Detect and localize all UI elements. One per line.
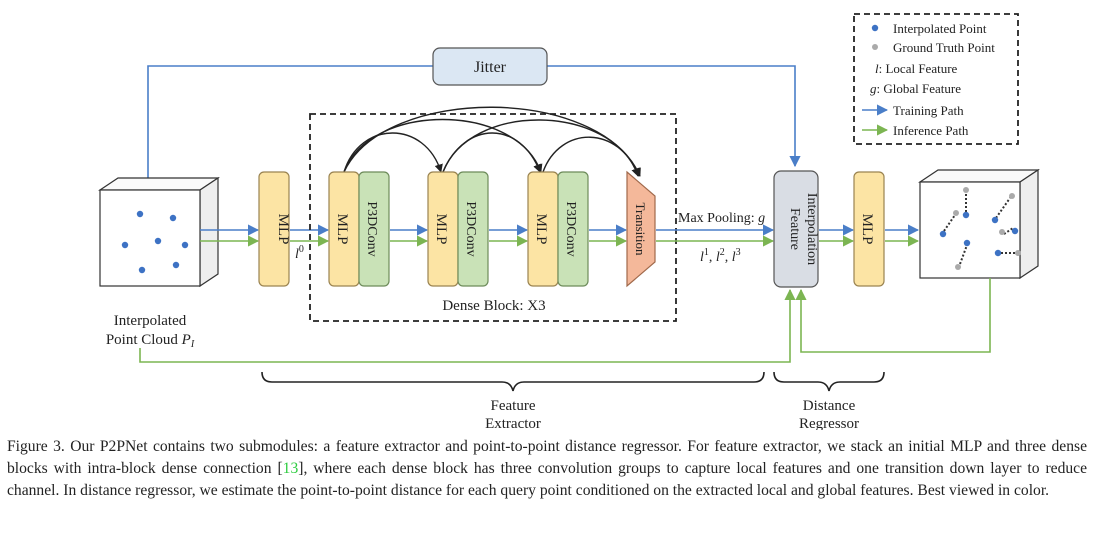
input-caption-line1: Interpolated bbox=[114, 313, 187, 329]
dense-mlp-label-1: MLP bbox=[334, 214, 350, 245]
initial-mlp-block bbox=[258, 171, 290, 287]
figure-caption: Figure 3. Our P2PNet contains two submod… bbox=[7, 436, 1087, 502]
legend-item-global-feature: g: Global Feature bbox=[870, 81, 961, 96]
legend-interpolated-point-icon bbox=[871, 24, 879, 32]
jitter-input-path bbox=[147, 65, 433, 188]
feature-extractor-label-line1: Feature bbox=[491, 398, 536, 414]
input-point-cloud bbox=[98, 176, 220, 288]
citation-link[interactable]: 13 bbox=[282, 460, 299, 477]
legend: Interpolated Point Ground Truth Point l:… bbox=[853, 13, 1019, 145]
distance-regressor-label-line2: Regressor bbox=[799, 416, 859, 430]
feature-interp-label-line2: Interpolation bbox=[804, 193, 819, 265]
distance-regressor-brace bbox=[773, 371, 885, 392]
architecture-diagram: Jitter Interpolated Point Cloud PI MLP l… bbox=[98, 13, 1040, 432]
caption-text-part2: ], where each dense block has three conv… bbox=[7, 460, 1087, 499]
caption-text-part1: Figure 3. Our P2PNet contains two submod… bbox=[7, 438, 1087, 477]
feature-interp-label-line1: Feature bbox=[787, 208, 802, 250]
jitter-output-path bbox=[547, 65, 801, 168]
output-point-cloud bbox=[918, 168, 1040, 280]
legend-item-ground-truth: Ground Truth Point bbox=[893, 40, 995, 55]
max-pooling-label: Max Pooling: g bbox=[678, 211, 765, 226]
feature-extractor-label-line2: Extractor bbox=[485, 416, 541, 430]
dense-mlp-label-2: MLP bbox=[433, 214, 449, 245]
dense-block-frame bbox=[309, 113, 677, 322]
legend-item-interpolated: Interpolated Point bbox=[893, 21, 987, 36]
initial-mlp-label: MLP bbox=[275, 214, 291, 245]
p3dconv-label-2: P3DConv bbox=[463, 201, 478, 256]
p3dconv-block-2 bbox=[457, 171, 489, 287]
p3dconv-label-3: P3DConv bbox=[563, 201, 578, 256]
l0-label: l0 bbox=[295, 244, 304, 262]
jitter-box bbox=[432, 47, 548, 86]
output-inference-feedback bbox=[795, 278, 991, 353]
input-inference-feedback bbox=[139, 288, 796, 363]
transition-block bbox=[626, 170, 656, 288]
p3dconv-block-1 bbox=[358, 171, 390, 287]
regressor-mlp-block bbox=[853, 171, 885, 287]
dense-mlp-label-3: MLP bbox=[533, 214, 549, 245]
p3dconv-block-3 bbox=[557, 171, 589, 287]
dense-connections bbox=[343, 106, 641, 177]
dense-block-label: Dense Block: X3 bbox=[442, 298, 545, 314]
p3dconv-label-1: P3DConv bbox=[364, 201, 379, 256]
feature-extractor-brace bbox=[261, 371, 765, 392]
jitter-label: Jitter bbox=[474, 59, 507, 76]
legend-item-training: Training Path bbox=[893, 103, 964, 118]
regressor-mlp-label: MLP bbox=[859, 214, 875, 245]
legend-item-inference: Inference Path bbox=[893, 123, 969, 138]
transition-label: Transition bbox=[633, 203, 648, 256]
legend-item-local-feature: l: Local Feature bbox=[875, 61, 958, 76]
input-caption-line2: Point Cloud PI bbox=[106, 332, 195, 350]
feature-interpolation-block bbox=[773, 170, 819, 288]
local-feature-set-label: l1, l2, l3 bbox=[700, 247, 741, 265]
distance-regressor-label-line1: Distance bbox=[803, 398, 856, 414]
legend-ground-truth-point-icon bbox=[872, 44, 878, 50]
legend-frame bbox=[853, 13, 1019, 145]
